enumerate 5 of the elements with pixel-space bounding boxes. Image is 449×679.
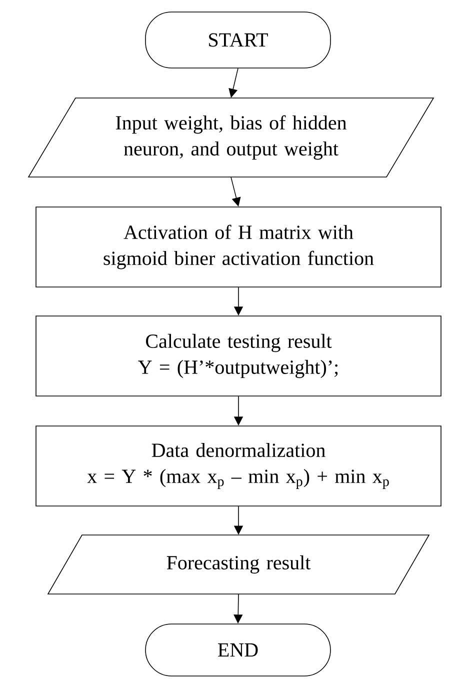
- process-box: Activation of H matrix with sigmoid biner activation function: [36, 206, 442, 288]
- process-box: Data denormalization x = Y * (max x$_{p}$ – min x$_{p}$) + min x$_{p}$: [36, 426, 442, 506]
- end-terminator: END: [145, 624, 331, 676]
- start-terminator: START: [145, 12, 331, 68]
- process-box: Calculate testing result Y = (H’*outputweight)’;: [36, 316, 442, 396]
